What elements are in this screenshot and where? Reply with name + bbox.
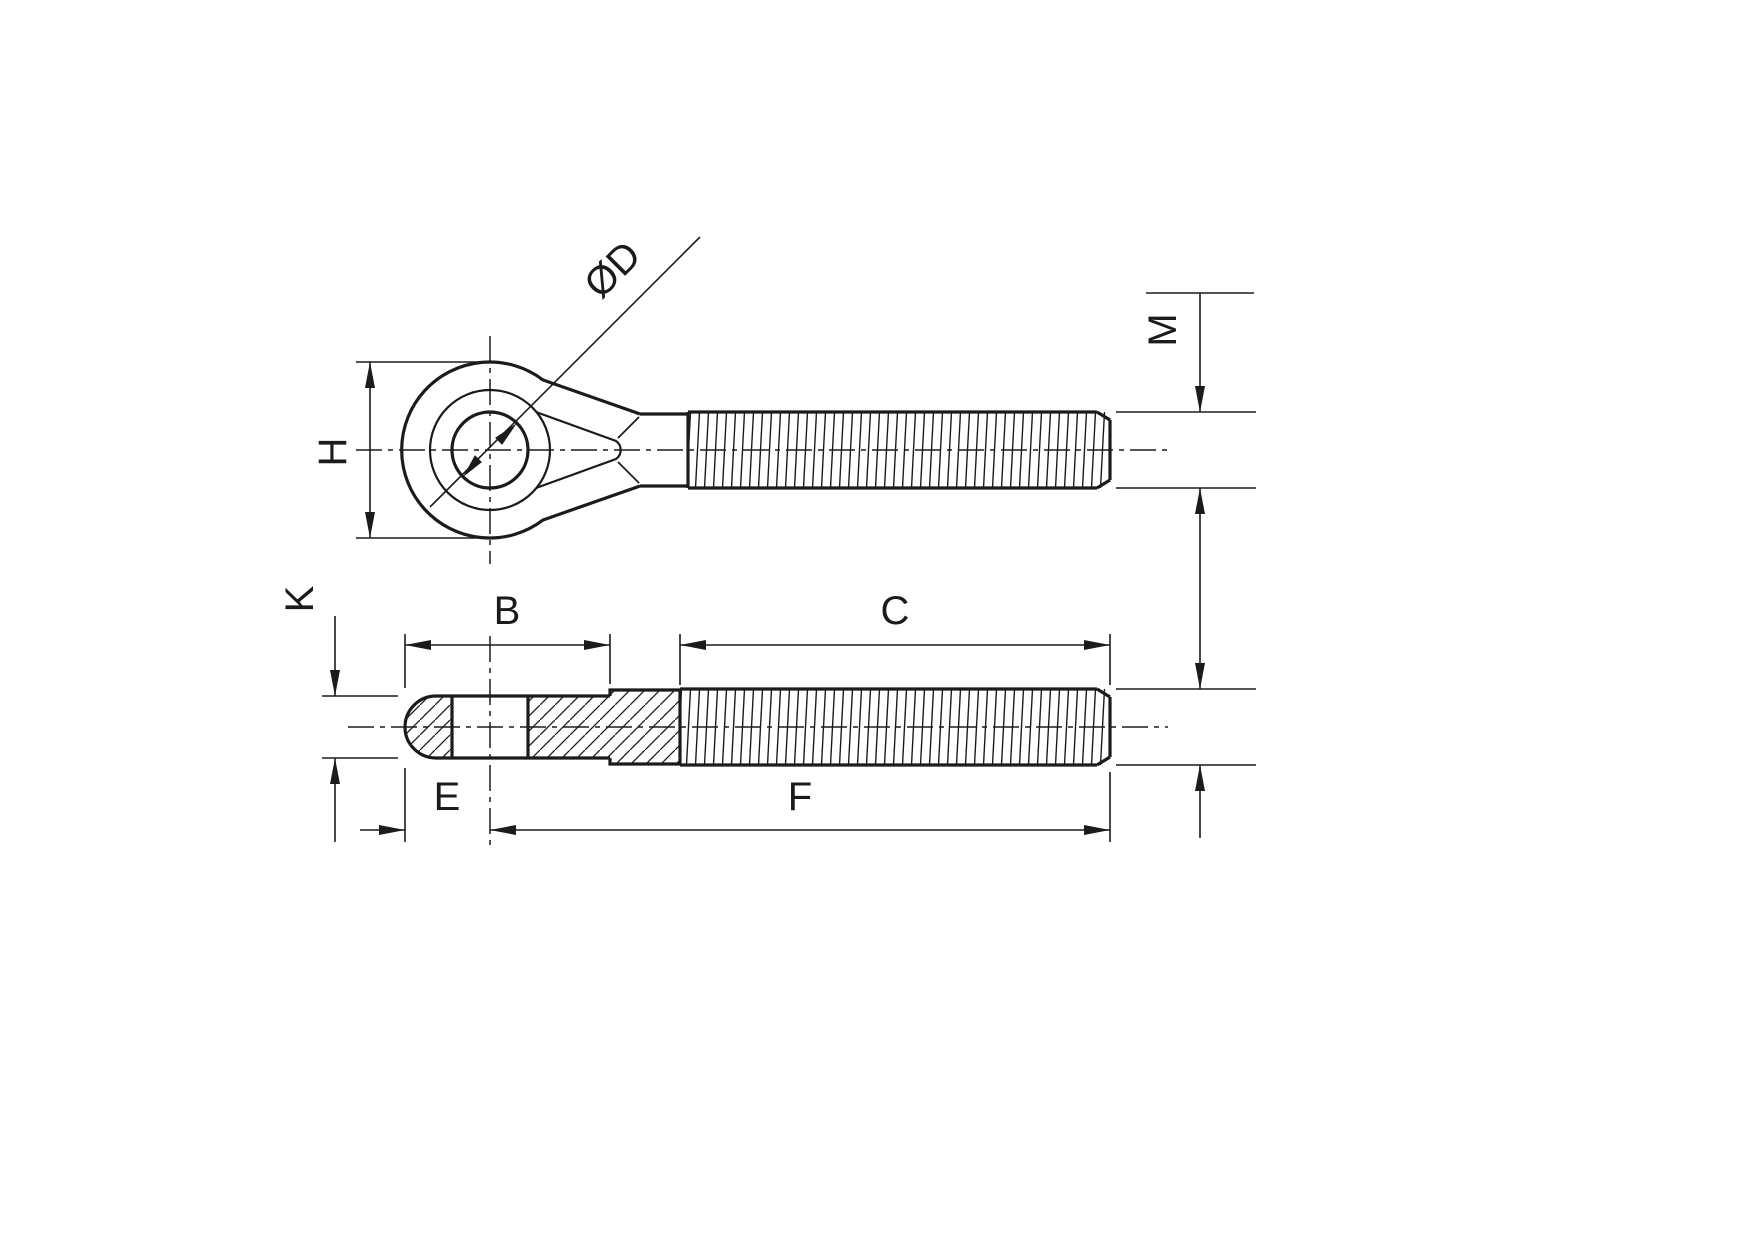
dim-label-D: ØD [576, 233, 650, 307]
dim-label-C: C [881, 589, 910, 633]
dimension-E: E [360, 768, 460, 842]
dimension-M: M [1116, 292, 1256, 838]
thread-end-chamfer-bottom [1096, 478, 1111, 490]
eye-outer-profile [400, 360, 641, 540]
eye-boss-circle [428, 388, 552, 512]
dimension-F: F [490, 772, 1111, 842]
step-top-edge [608, 688, 680, 696]
dim-label-B: B [494, 589, 521, 633]
eye-hole-circle [450, 410, 530, 490]
thread-texture [688, 412, 1108, 488]
top-view [400, 360, 1112, 540]
dim-label-H: H [311, 438, 355, 467]
thread-end-chamfer-top [1096, 410, 1111, 422]
dim-label-M: M [1141, 313, 1185, 346]
dimension-B: B [404, 589, 611, 688]
threaded-section-top-view [686, 410, 1112, 490]
thread-texture [680, 689, 1108, 765]
dimension-H: H [311, 361, 482, 539]
dim-label-F: F [788, 775, 812, 819]
thread-end-chamfer-top [1096, 687, 1111, 699]
dim-label-K: K [278, 585, 322, 612]
dimension-D: ØD [429, 233, 701, 508]
threaded-section-side-view [678, 687, 1112, 767]
section-hatch-body [528, 690, 680, 764]
dimension-K: K [278, 585, 398, 842]
drawing-root: H ØD [278, 233, 1256, 848]
section-hatch-cap [405, 696, 452, 758]
boss-teardrop [535, 410, 622, 490]
step-bottom-edge [608, 758, 680, 766]
dim-label-E: E [434, 775, 461, 819]
neck-blend-edge-top [617, 416, 640, 439]
side-section-view [403, 687, 1112, 767]
eye-plate-profile [403, 694, 610, 760]
thread-end-chamfer-bottom [1096, 755, 1111, 767]
neck-blend-edge-bottom [617, 461, 640, 484]
dimension-C: C [679, 589, 1111, 685]
